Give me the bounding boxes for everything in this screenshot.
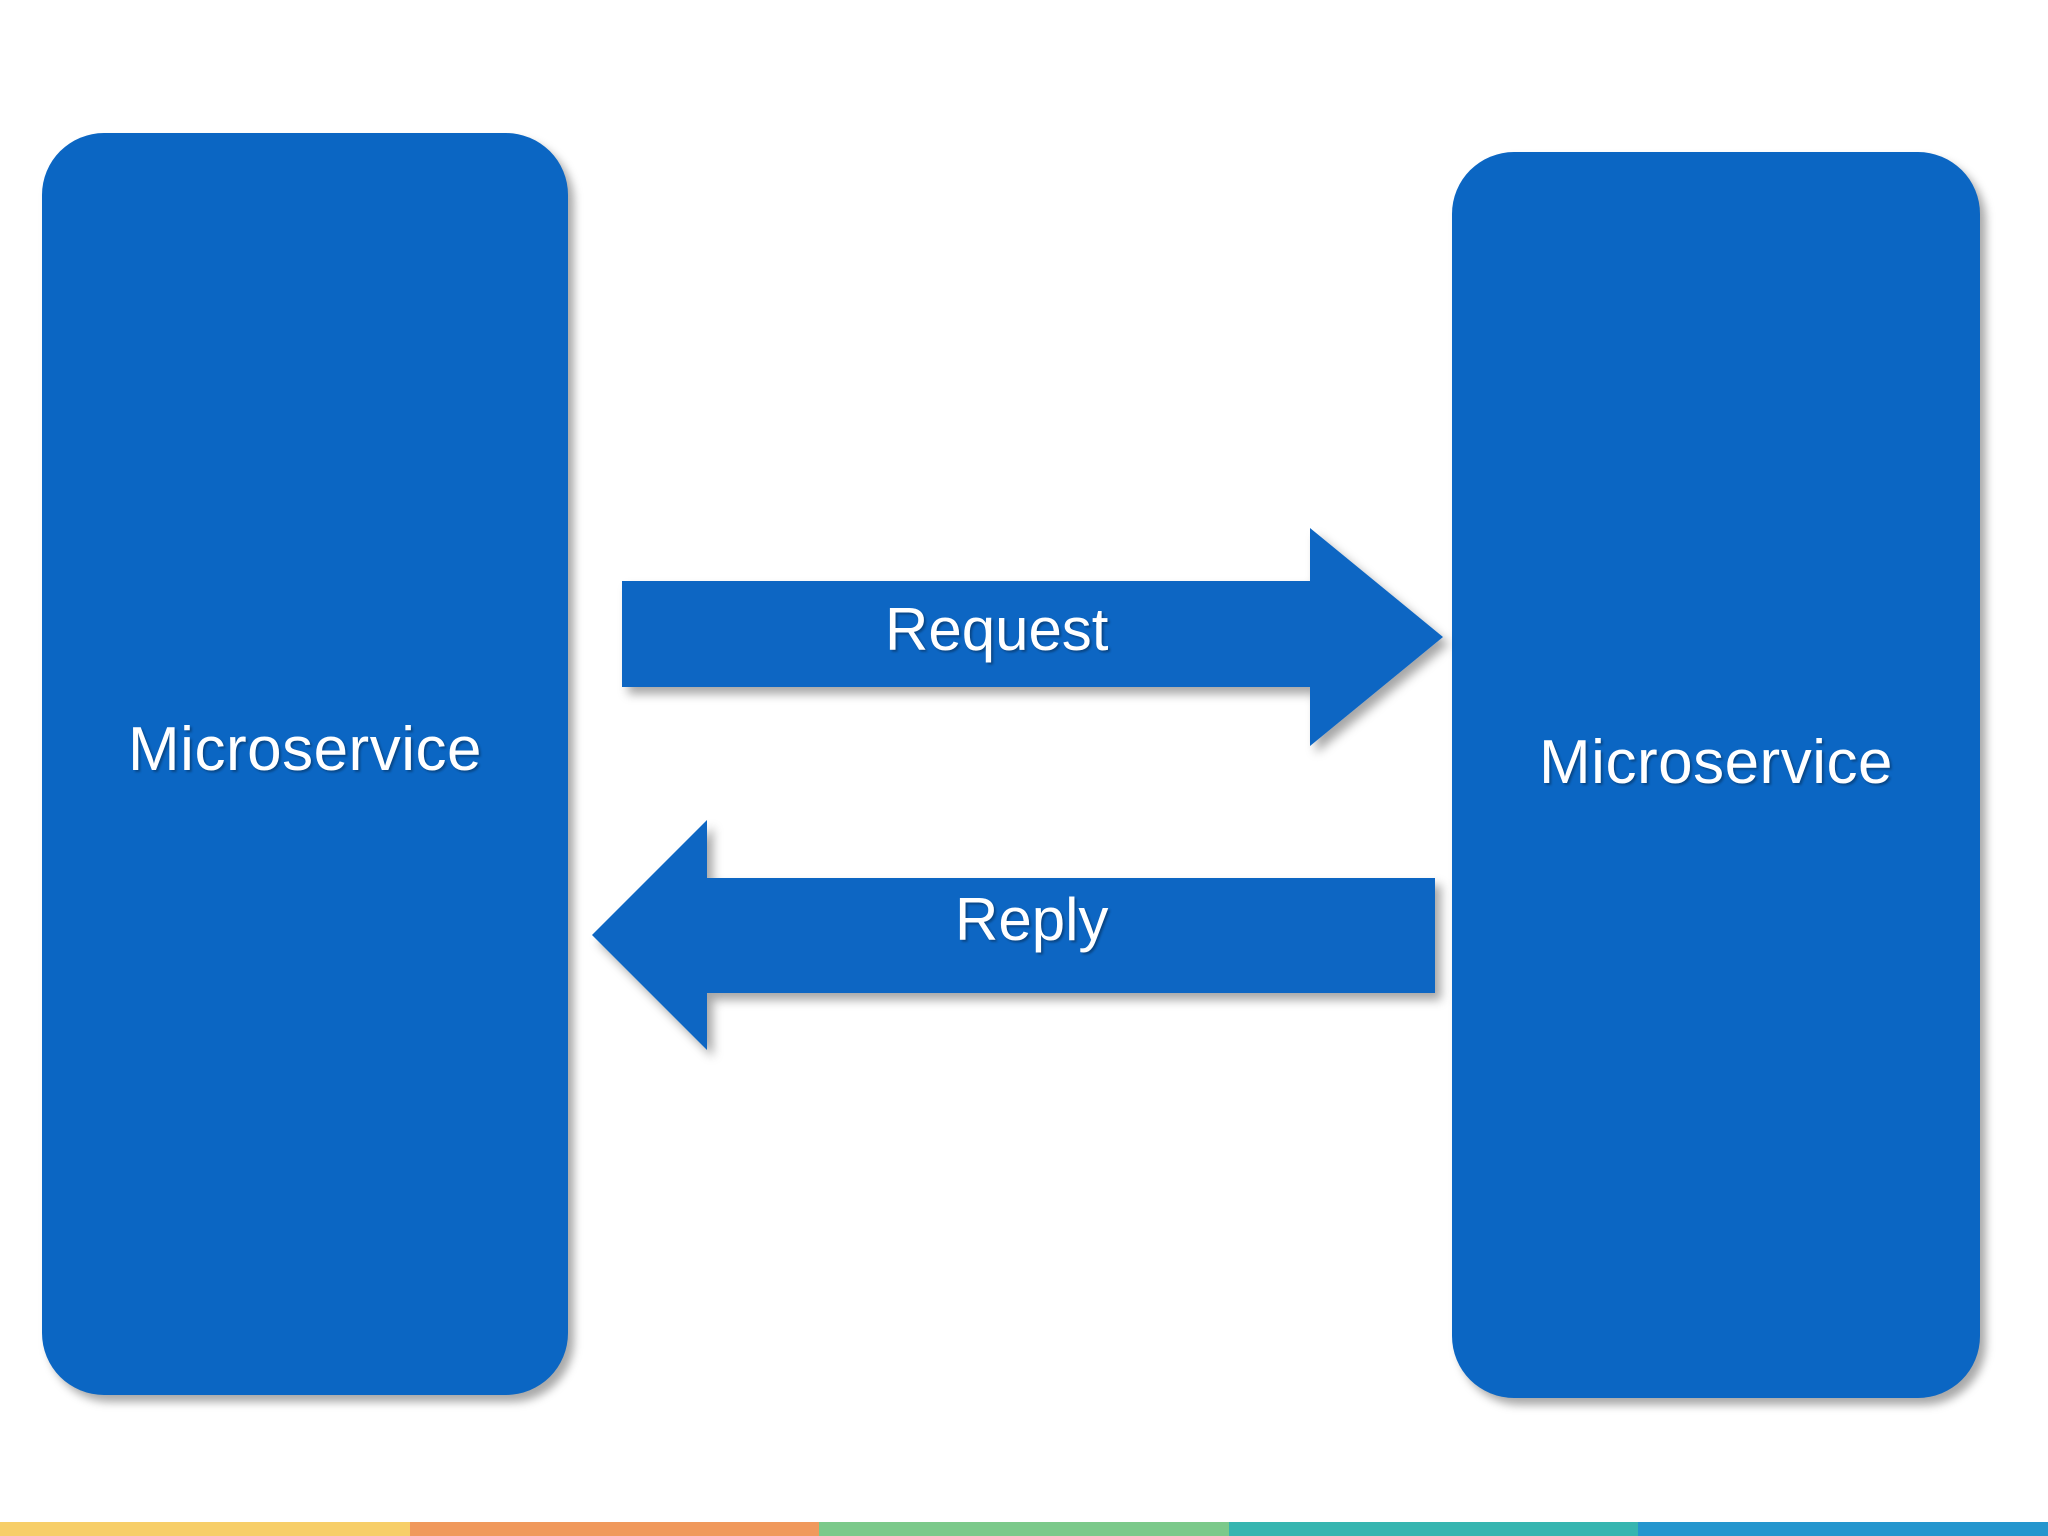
microservice-box-left[interactable]: Microservice bbox=[42, 133, 568, 1395]
microservice-label-left: Microservice bbox=[128, 715, 482, 784]
microservice-label-right: Microservice bbox=[1539, 728, 1893, 797]
ribbon-band-teal bbox=[1228, 1522, 1639, 1536]
ribbon-band-blue bbox=[1638, 1522, 2048, 1536]
reply-arrow-shape bbox=[592, 820, 1435, 1050]
ribbon-band-green bbox=[819, 1522, 1229, 1536]
reply-arrow[interactable] bbox=[580, 808, 1450, 1063]
request-arrow[interactable] bbox=[610, 515, 1460, 760]
microservice-box-right[interactable]: Microservice bbox=[1452, 152, 1980, 1398]
ribbon-band-orange bbox=[409, 1522, 820, 1536]
request-arrow-shape bbox=[622, 528, 1443, 746]
ribbon-band-yellow bbox=[0, 1522, 410, 1536]
footer-color-ribbon bbox=[0, 1522, 2048, 1536]
